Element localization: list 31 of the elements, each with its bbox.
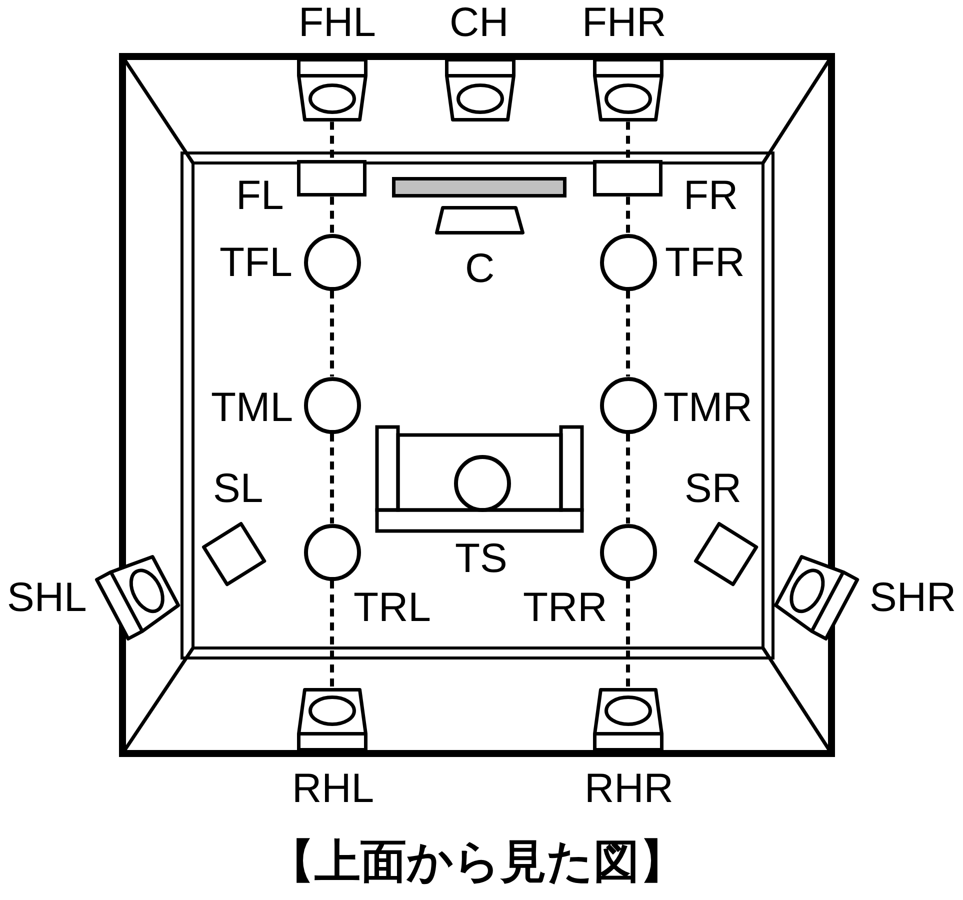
speaker-label: RHL — [292, 771, 374, 805]
speaker-label: TRL — [354, 590, 431, 624]
dotted-line — [330, 196, 334, 234]
speaker-label: FHR — [582, 5, 666, 39]
dotted-line — [626, 290, 630, 376]
dotted-line — [626, 122, 630, 160]
dotted-line — [330, 290, 334, 376]
speaker-label: SR — [684, 471, 742, 505]
caption: 【上面から見た図】 — [268, 834, 686, 888]
speaker-label: CH — [450, 5, 509, 39]
dotted-line — [330, 122, 334, 160]
speaker-label: SHL — [7, 580, 87, 614]
dotted-line — [626, 580, 630, 688]
dotted-line — [330, 434, 334, 524]
dotted-line — [626, 434, 630, 524]
speaker-label: TRR — [523, 590, 608, 624]
speaker-label: FL — [236, 178, 284, 212]
speaker-label: C — [465, 251, 495, 285]
speaker-label: SHR — [869, 580, 956, 614]
dotted-line — [330, 580, 334, 688]
speaker-label: SL — [212, 471, 264, 505]
speaker-label: TML — [211, 390, 293, 424]
speaker-label: FR — [684, 178, 738, 212]
dotted-line — [626, 196, 630, 234]
speaker-label: TFL — [220, 245, 292, 279]
speaker-label: TMR — [664, 390, 752, 424]
speaker-label: TFR — [665, 245, 745, 279]
speaker-label: TS — [455, 541, 508, 575]
speaker-label: RHR — [584, 771, 674, 805]
speaker-label: FHL — [298, 5, 376, 39]
screen-bar — [392, 177, 567, 198]
